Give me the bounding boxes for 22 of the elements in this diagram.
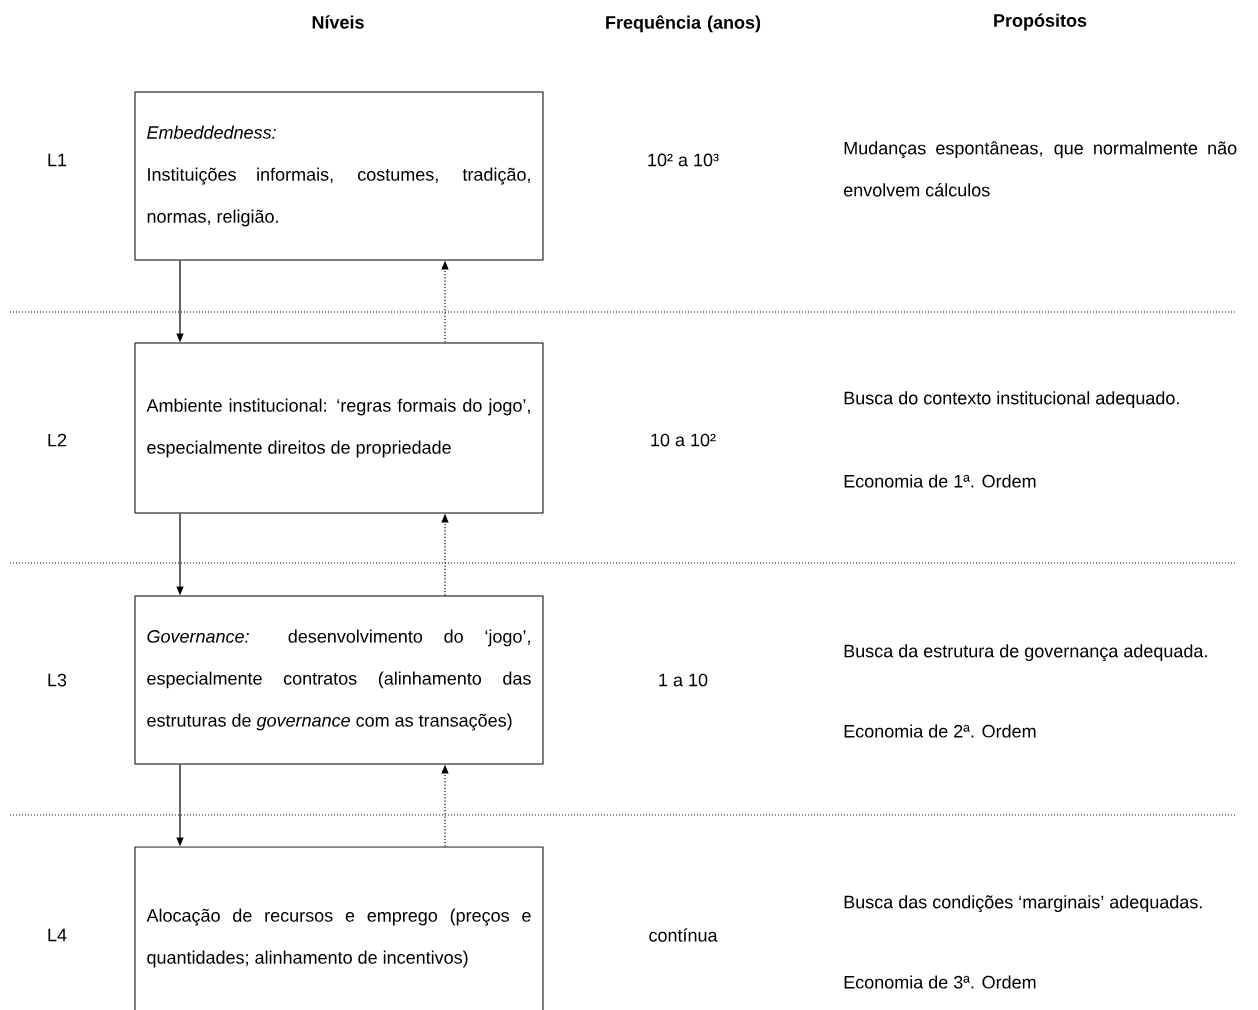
level-box: Embeddedness: Instituições informais, costumes, tradição, normas, religião. xyxy=(134,91,544,261)
level-box: Ambiente institucional: ‘regras formais do jogo’, especialmente direitos de propriedade xyxy=(134,342,544,514)
purpose-text: L3 xyxy=(48,673,67,687)
purpose-text: Busca das condições ‘marginais’ adequadas. xyxy=(844,895,1202,913)
column-header: Níveis xyxy=(312,15,364,29)
purpose-text: Busca da estrutura de governança adequada. xyxy=(844,644,1207,662)
frequency-text: 1 a 10 xyxy=(659,673,708,687)
purpose-text: Economia de 1ª. Ordem xyxy=(844,474,1036,488)
frequency-text: contínua xyxy=(649,928,718,942)
column-header: Propósitos xyxy=(994,13,1087,31)
level-code: L1 xyxy=(48,153,67,167)
column-header: Frequência (anos) xyxy=(606,15,761,33)
purpose-text: Economia de 3ª. Ordem xyxy=(844,975,1036,989)
purpose-text: L2 xyxy=(48,433,67,447)
purpose-text: Mudanças espontâneas, que normalmente não envolvem cálculos xyxy=(844,141,1237,197)
purpose-text: Economia de 2ª. Ordem xyxy=(844,724,1036,738)
frequency-text: 10 a 10² xyxy=(651,433,716,447)
frequency-text: 10² a 10³ xyxy=(648,153,719,167)
purpose-text: Busca do contexto institucional adequado. xyxy=(844,391,1179,408)
level-box: Alocação de recursos e emprego (preços e quantidades; alinhamento de incentivos) xyxy=(134,846,544,1010)
purpose-text: L4 xyxy=(48,928,67,942)
level-box: Governance: desenvolvimento do ‘jogo’, especialmente contratos (alinhamento das estruturas de governance com as transações) xyxy=(134,595,544,765)
